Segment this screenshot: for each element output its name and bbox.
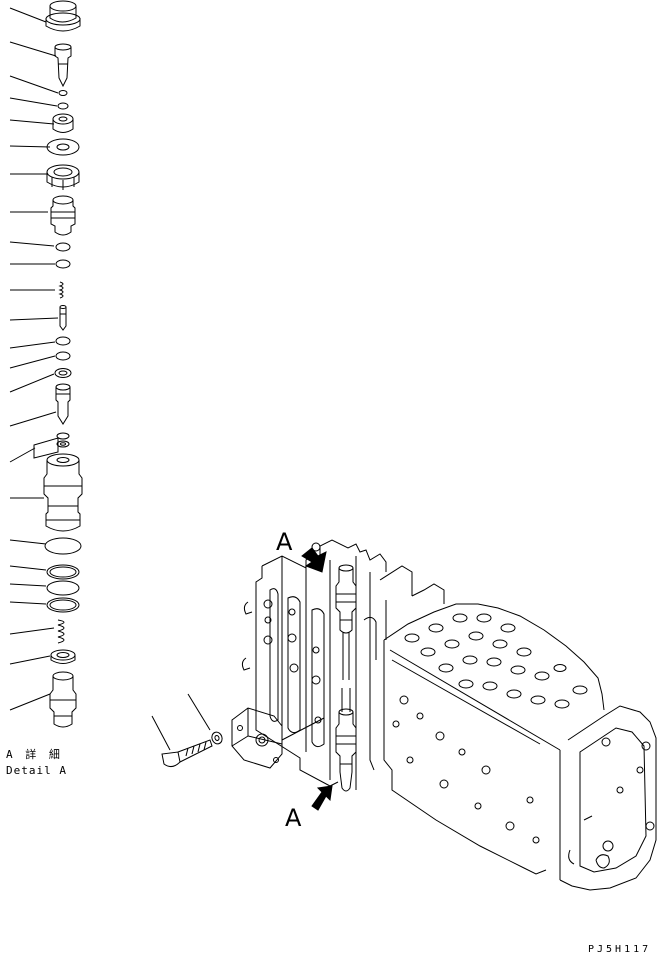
main-valve-block xyxy=(384,604,656,890)
shim-stack xyxy=(34,433,69,458)
leader-lines xyxy=(10,8,58,710)
valve-sections-left xyxy=(242,540,386,786)
pin xyxy=(60,306,66,331)
o-ring-1 xyxy=(56,243,70,251)
installed-valve-lower xyxy=(336,688,356,791)
nut xyxy=(53,114,73,133)
control-valve-assembly xyxy=(152,540,656,890)
detail-a-exploded-parts xyxy=(10,1,82,727)
piston xyxy=(56,384,70,424)
installed-valve-upper xyxy=(336,565,356,680)
small-ring-1 xyxy=(59,91,67,96)
hex-nut xyxy=(47,165,79,190)
port-holes xyxy=(405,614,587,708)
poppet xyxy=(55,44,71,86)
valve-sections-middle xyxy=(356,556,444,790)
backup-ring-2 xyxy=(47,598,79,612)
detail-a-label-en: Detail A xyxy=(6,764,67,777)
backup-ring-1 xyxy=(47,565,79,579)
callout-arrow-top xyxy=(302,548,326,572)
o-ring-large-2 xyxy=(47,581,79,595)
end-cover xyxy=(560,706,656,890)
callout-label-bottom: A xyxy=(285,804,302,832)
cap-plug xyxy=(46,1,80,31)
ring-5 xyxy=(55,369,71,378)
ring-4 xyxy=(56,352,70,360)
callout-label-top: A xyxy=(276,528,293,556)
side-holes xyxy=(393,696,539,843)
drawing-number: PJ5H117 xyxy=(588,944,652,955)
spring xyxy=(58,620,64,643)
washer xyxy=(47,139,79,155)
detail-a-label-jp: A 詳 細 xyxy=(6,748,63,761)
o-ring-2 xyxy=(56,260,70,268)
check-valve-cartridge xyxy=(50,672,76,727)
seal-ring xyxy=(51,650,75,664)
valve-body xyxy=(44,454,82,531)
sleeve xyxy=(51,196,75,235)
ring-3 xyxy=(56,337,70,345)
bolt xyxy=(152,716,212,767)
flange xyxy=(232,708,324,768)
washer-bolt xyxy=(188,694,224,745)
callout-arrow-bottom xyxy=(312,786,332,810)
o-ring-large-1 xyxy=(45,538,81,554)
small-spring xyxy=(60,282,63,298)
small-ring-2 xyxy=(58,103,68,109)
